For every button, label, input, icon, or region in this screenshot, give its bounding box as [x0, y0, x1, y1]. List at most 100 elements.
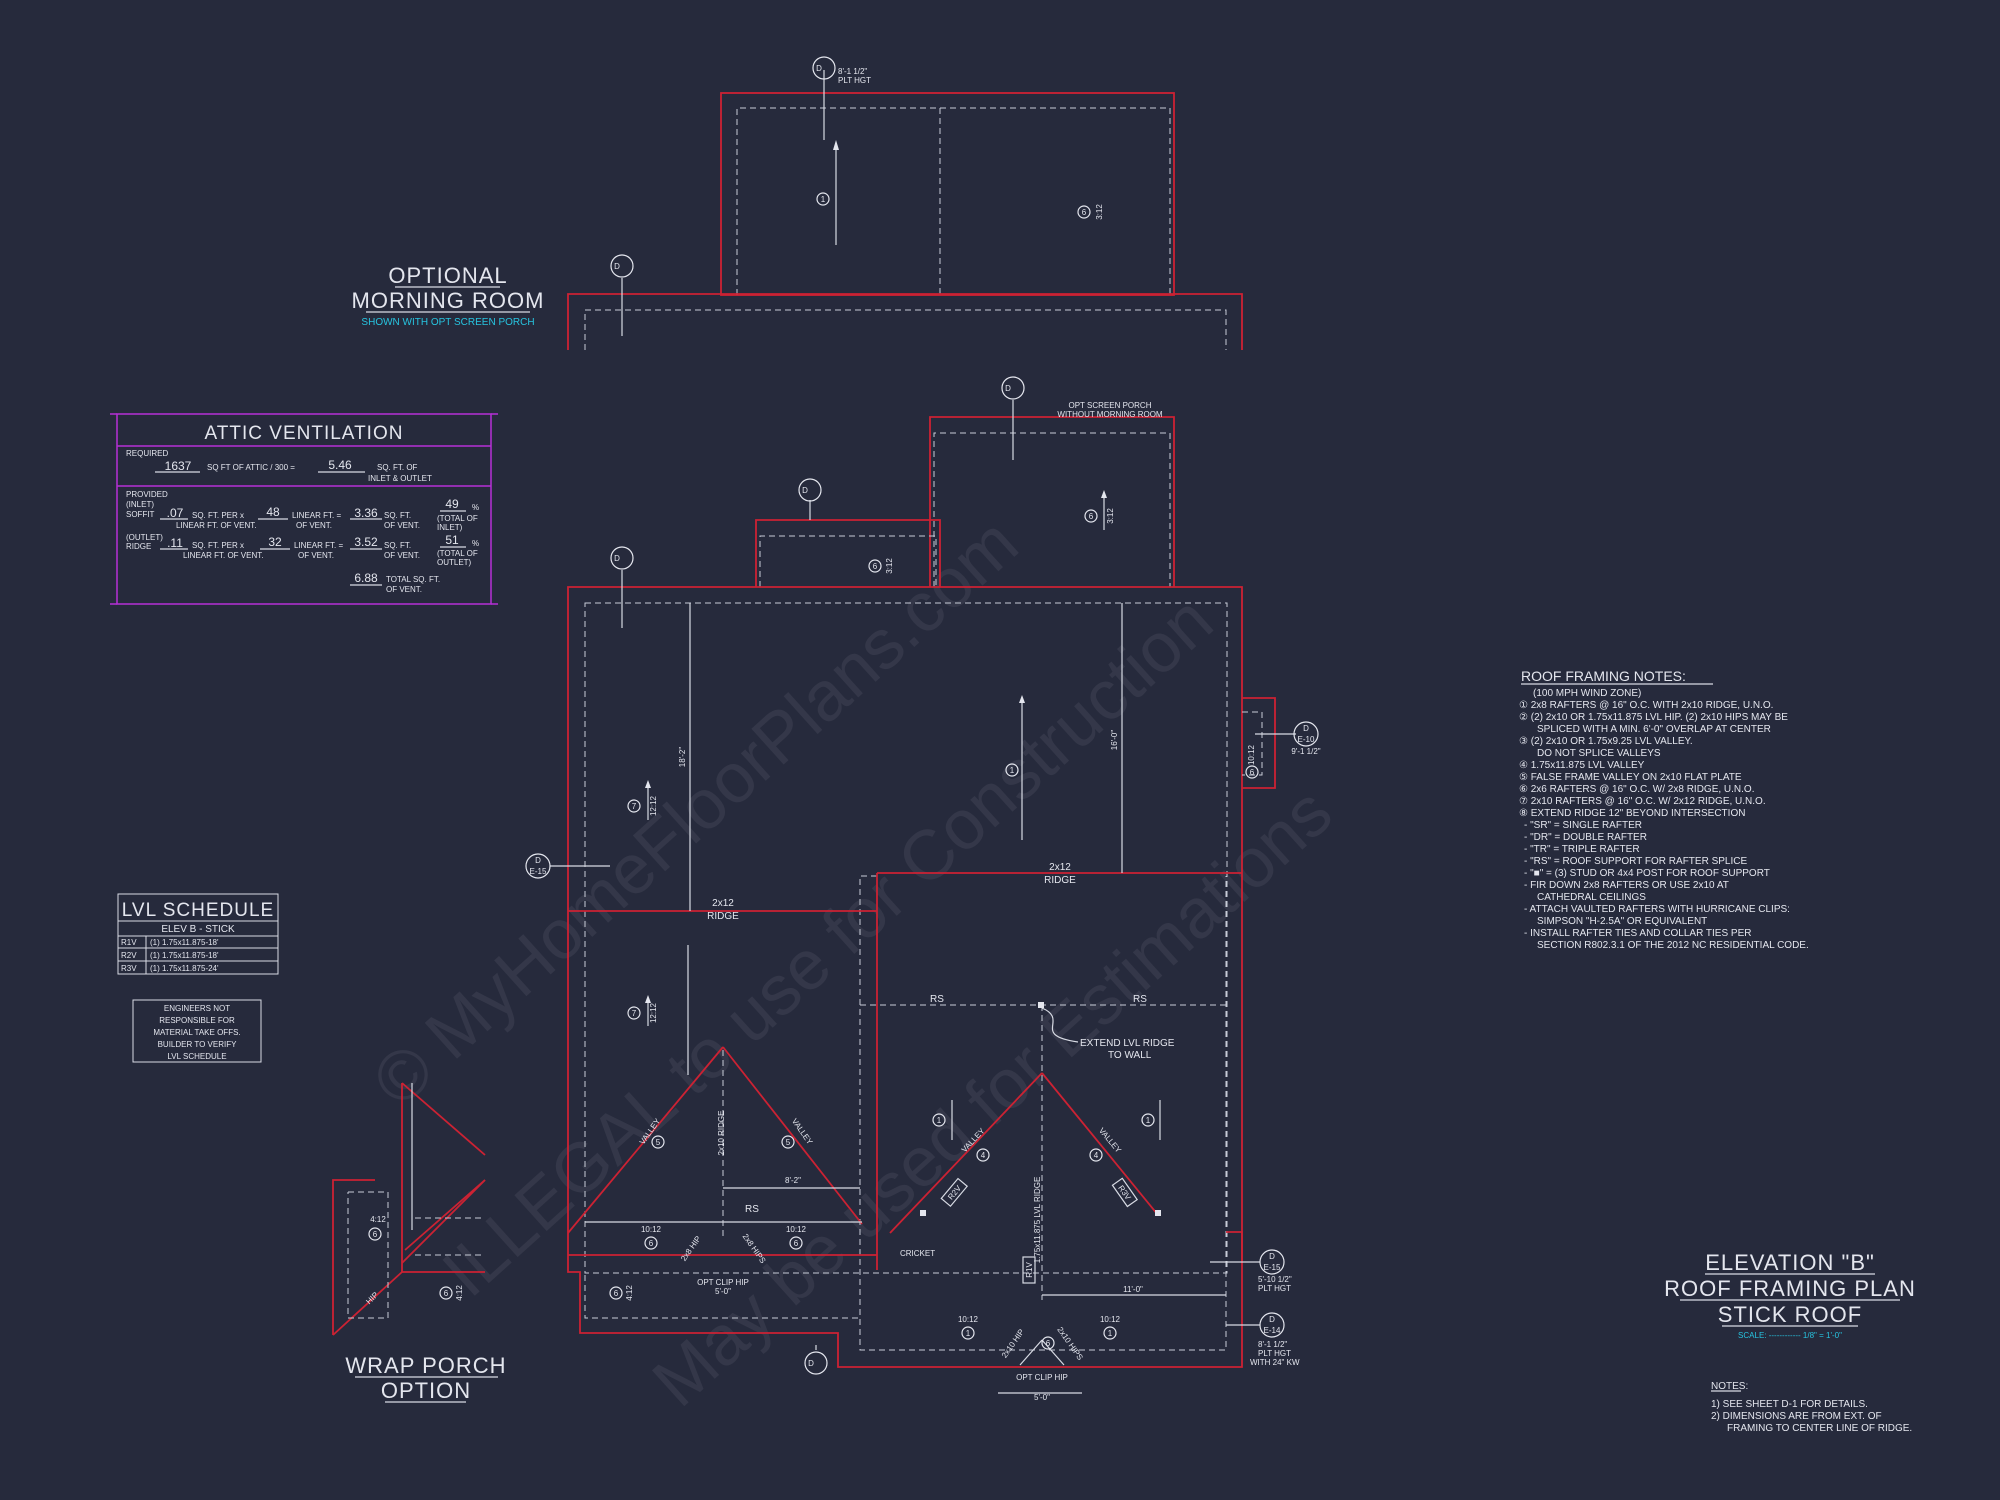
rs-label-1: RS [930, 994, 944, 1005]
roof-note-12: - "DR" = DOUBLE RAFTER [1524, 832, 1647, 843]
lvl-ridge: 1.75x11.875 LVL RIDGE [1033, 1177, 1042, 1264]
rafter-note-6w1: 6 [373, 1230, 378, 1239]
ridge-size-left: 2x12 [712, 898, 734, 909]
morning-room-title-2: MORNING ROOM [352, 288, 545, 313]
lvl-row-2-tag: R2V [121, 951, 137, 960]
ridge-rate: .11 [167, 536, 183, 550]
ridge-2x10: 2x10 RIDGE [717, 1111, 726, 1156]
rs-label-3: RS [745, 1204, 759, 1215]
eng-note-1: ENGINEERS NOT [164, 1004, 230, 1013]
top-plt-hgt: 8'-1 1/2" [838, 67, 867, 76]
morning-room-title-1: OPTIONAL [388, 263, 507, 288]
sheet-notes: NOTES: 1) SEE SHEET D-1 FOR DETAILS. 2) … [1711, 1381, 1912, 1434]
extend-lvl-1: EXTEND LVL RIDGE [1080, 1038, 1175, 1049]
sqft-2: SQ. FT. [384, 541, 411, 550]
of-vent-2: OF VENT. [384, 521, 420, 530]
section-e15-left: E-15 [530, 867, 547, 876]
opt-clip-hip-center: OPT CLIP HIP [1016, 1373, 1068, 1382]
linear-ft-eq-1: LINEAR FT. = [292, 511, 341, 520]
soffit-len: 48 [266, 505, 280, 519]
section-e14-rl: E-14 [1264, 1326, 1281, 1335]
elevation-title-2: ROOF FRAMING PLAN [1664, 1276, 1916, 1301]
morning-room-title: OPTIONAL MORNING ROOM SHOWN WITH OPT SCR… [352, 263, 545, 328]
elevation-title-1: ELEVATION "B" [1705, 1250, 1875, 1275]
lvl-tag-r1v-label: R1V [1025, 1262, 1034, 1278]
ridge-label-left: RIDGE [707, 911, 739, 922]
rafter-note-6d: 6 [649, 1239, 654, 1248]
roof-note-8: ⑥ 2x6 RAFTERS @ 16" O.C. W/ 2x8 RIDGE, U… [1519, 784, 1755, 795]
wrap-porch-title-1: WRAP PORCH [345, 1353, 506, 1378]
section-d-bump: D [802, 486, 808, 495]
inlet-close: INLET) [437, 523, 463, 532]
pct-2: % [472, 539, 479, 548]
rafter-note-7a: 7 [632, 802, 637, 811]
section-d-bottom: D [808, 1359, 814, 1368]
elevation-scale: SCALE: ------------ 1/8" = 1'-0" [1738, 1331, 1842, 1340]
section-d-left: D [535, 856, 541, 865]
total-sqft: TOTAL SQ. FT. [386, 575, 440, 584]
section-d-rl2: D [1269, 1315, 1275, 1324]
lvl-row-3-tag: R3V [121, 964, 137, 973]
roof-notes-title: ROOF FRAMING NOTES: [1521, 668, 1686, 684]
with-24-kw: WITH 24" KW [1250, 1358, 1300, 1367]
top-room: 1 6 3:12 D 8'-1 1/2" PLT HGT [720, 56, 1175, 296]
hip-2x8-left: 2x8 HIP [679, 1234, 703, 1262]
rafter-note-6w2: 6 [444, 1289, 449, 1298]
pitch-10-12-b: 10:12 [786, 1225, 807, 1234]
ridge-pct: 51 [445, 533, 459, 547]
attic-ventilation-table: ATTIC VENTILATION REQUIRED 1637 SQ FT OF… [110, 413, 498, 605]
of-vent-4: OF VENT. [384, 551, 420, 560]
pitch-10-12-a: 10:12 [641, 1225, 662, 1234]
soffit-area: 3.36 [354, 506, 378, 520]
rafter-note-1f: 1 [1108, 1329, 1113, 1338]
elevation-title-3: STICK ROOF [1718, 1302, 1862, 1327]
rafter-note-1c: 1 [937, 1116, 942, 1125]
ridge-area: 3.52 [354, 535, 378, 549]
eng-note-2: RESPONSIBLE FOR [159, 1016, 235, 1025]
wrap-porch: 6 4:12 6 4:12 HIP WRAP PORCH OPTION [332, 1082, 506, 1403]
rafter-note-1: 1 [821, 195, 826, 204]
sheet-note-1: 1) SEE SHEET D-1 FOR DETAILS. [1711, 1399, 1868, 1410]
roof-note-10: ⑧ EXTEND RIDGE 12" BEYOND INTERSECTION [1519, 808, 1745, 819]
outlet-close: OUTLET) [437, 558, 472, 567]
roof-note-18: - ATTACH VAULTED RAFTERS WITH HURRICANE … [1524, 904, 1790, 915]
roof-note-4: ③ (2) 2x10 OR 1.75x9.25 LVL VALLEY. [1519, 736, 1693, 747]
morning-room-base: D [567, 254, 1243, 350]
lvl-row-1-tag: R1V [121, 938, 137, 947]
pitch-10-12-d: 10:12 [1100, 1315, 1121, 1324]
lvl-row-2-spec: (1) 1.75x11.875-18' [150, 951, 219, 960]
lvl-row-3-spec: (1) 1.75x11.875-24' [150, 964, 219, 973]
roof-note-1: ① 2x8 RAFTERS @ 16" O.C. WITH 2x10 RIDGE… [1519, 700, 1773, 711]
elevation-title-block: ELEVATION "B" ROOF FRAMING PLAN STICK RO… [1664, 1250, 1916, 1340]
section-d-morning: D [614, 262, 620, 271]
lvl-schedule-table: LVL SCHEDULE ELEV B - STICK R1V (1) 1.75… [117, 893, 279, 975]
plt-5-10: 5'-10 1/2" [1258, 1275, 1292, 1284]
screen-porch-label-2: WITHOUT MORNING ROOM [1057, 410, 1163, 419]
rafter-note-6c: 6 [873, 562, 878, 571]
roof-note-15: - "■" = (3) STUD OR 4x4 POST FOR ROOF SU… [1524, 868, 1770, 879]
of-vent-3: OF VENT. [298, 551, 334, 560]
dim-16-0: 16'-0" [1110, 730, 1119, 751]
rafter-note-1e: 1 [966, 1329, 971, 1338]
total-of-1: (TOTAL OF [437, 514, 478, 523]
total-of-2: (TOTAL OF [437, 549, 478, 558]
section-d-main: D [614, 554, 620, 563]
roof-note-17: CATHEDRAL CEILINGS [1537, 892, 1646, 903]
sheet-note-2: 2) DIMENSIONS ARE FROM EXT. OF [1711, 1411, 1882, 1422]
pitch-4-12-a: 4:12 [625, 1285, 634, 1301]
pitch-porch: 3:12 [1106, 508, 1115, 524]
inlet-outlet: INLET & OUTLET [368, 474, 432, 483]
rafter-note-4b: 4 [1094, 1151, 1099, 1160]
rafter-note-4a: 4 [981, 1151, 986, 1160]
pitch-bump: 3:12 [885, 558, 894, 574]
roof-note-13: - "TR" = TRIPLE RAFTER [1524, 844, 1640, 855]
roof-note-5: DO NOT SPLICE VALLEYS [1537, 748, 1661, 759]
rafter-note-6: 6 [1082, 208, 1087, 217]
pitch-12-12-a: 12:12 [649, 795, 658, 816]
screen-porch-label-1: OPT SCREEN PORCH [1069, 401, 1152, 410]
rafter-note-6g: 6 [614, 1289, 619, 1298]
section-d-top: D [816, 64, 822, 73]
top-plt-hgt-2: PLT HGT [838, 76, 871, 85]
soffit-label: SOFFIT [126, 510, 155, 519]
roof-note-3: SPLICED WITH A MIN. 6'-0" OVERLAP AT CEN… [1537, 724, 1771, 735]
